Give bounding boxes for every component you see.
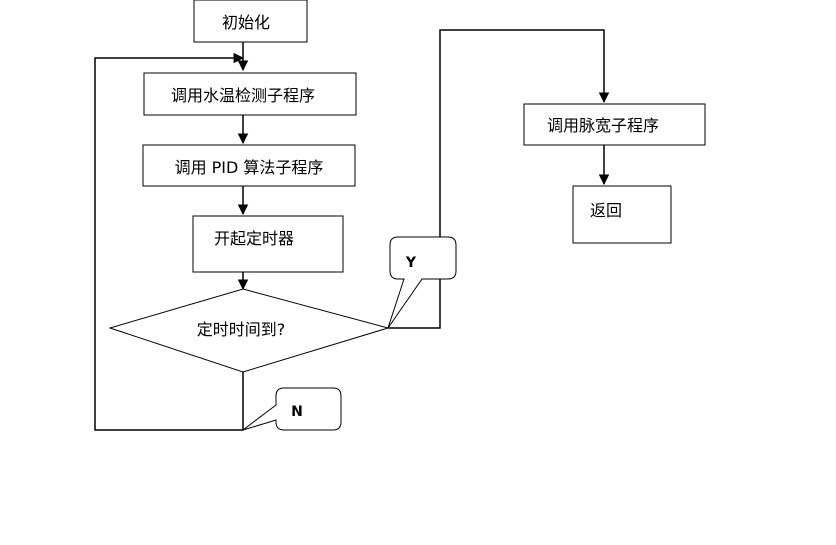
callout-no-label: N xyxy=(291,404,303,420)
callout-yes: Y xyxy=(387,236,457,329)
callout-no: N xyxy=(242,387,342,431)
node-pulse-width: 调用脉宽子程序 xyxy=(523,103,706,146)
node-return-label: 返回 xyxy=(590,201,622,220)
node-pulse-width-label: 调用脉宽子程序 xyxy=(547,116,659,135)
node-timer-start-label: 开起定时器 xyxy=(214,229,294,248)
node-init: 初始化 xyxy=(193,0,308,43)
loop-back-line-no xyxy=(94,52,245,431)
callout-yes-label: Y xyxy=(405,255,417,271)
node-pid-label: 调用 PID 算法子程序 xyxy=(175,158,324,177)
node-decision: 定时时间到? xyxy=(108,288,390,373)
node-pid: 调用 PID 算法子程序 xyxy=(142,144,356,187)
node-timer-start: 开起定时器 xyxy=(192,215,344,273)
branch-line-yes xyxy=(388,29,610,329)
connectors xyxy=(94,29,610,431)
node-water-temp-label: 调用水温检测子程序 xyxy=(171,86,315,105)
node-init-label: 初始化 xyxy=(222,13,270,32)
node-water-temp: 调用水温检测子程序 xyxy=(143,72,357,116)
node-return: 返回 xyxy=(572,185,672,244)
node-decision-label: 定时时间到? xyxy=(197,320,286,339)
